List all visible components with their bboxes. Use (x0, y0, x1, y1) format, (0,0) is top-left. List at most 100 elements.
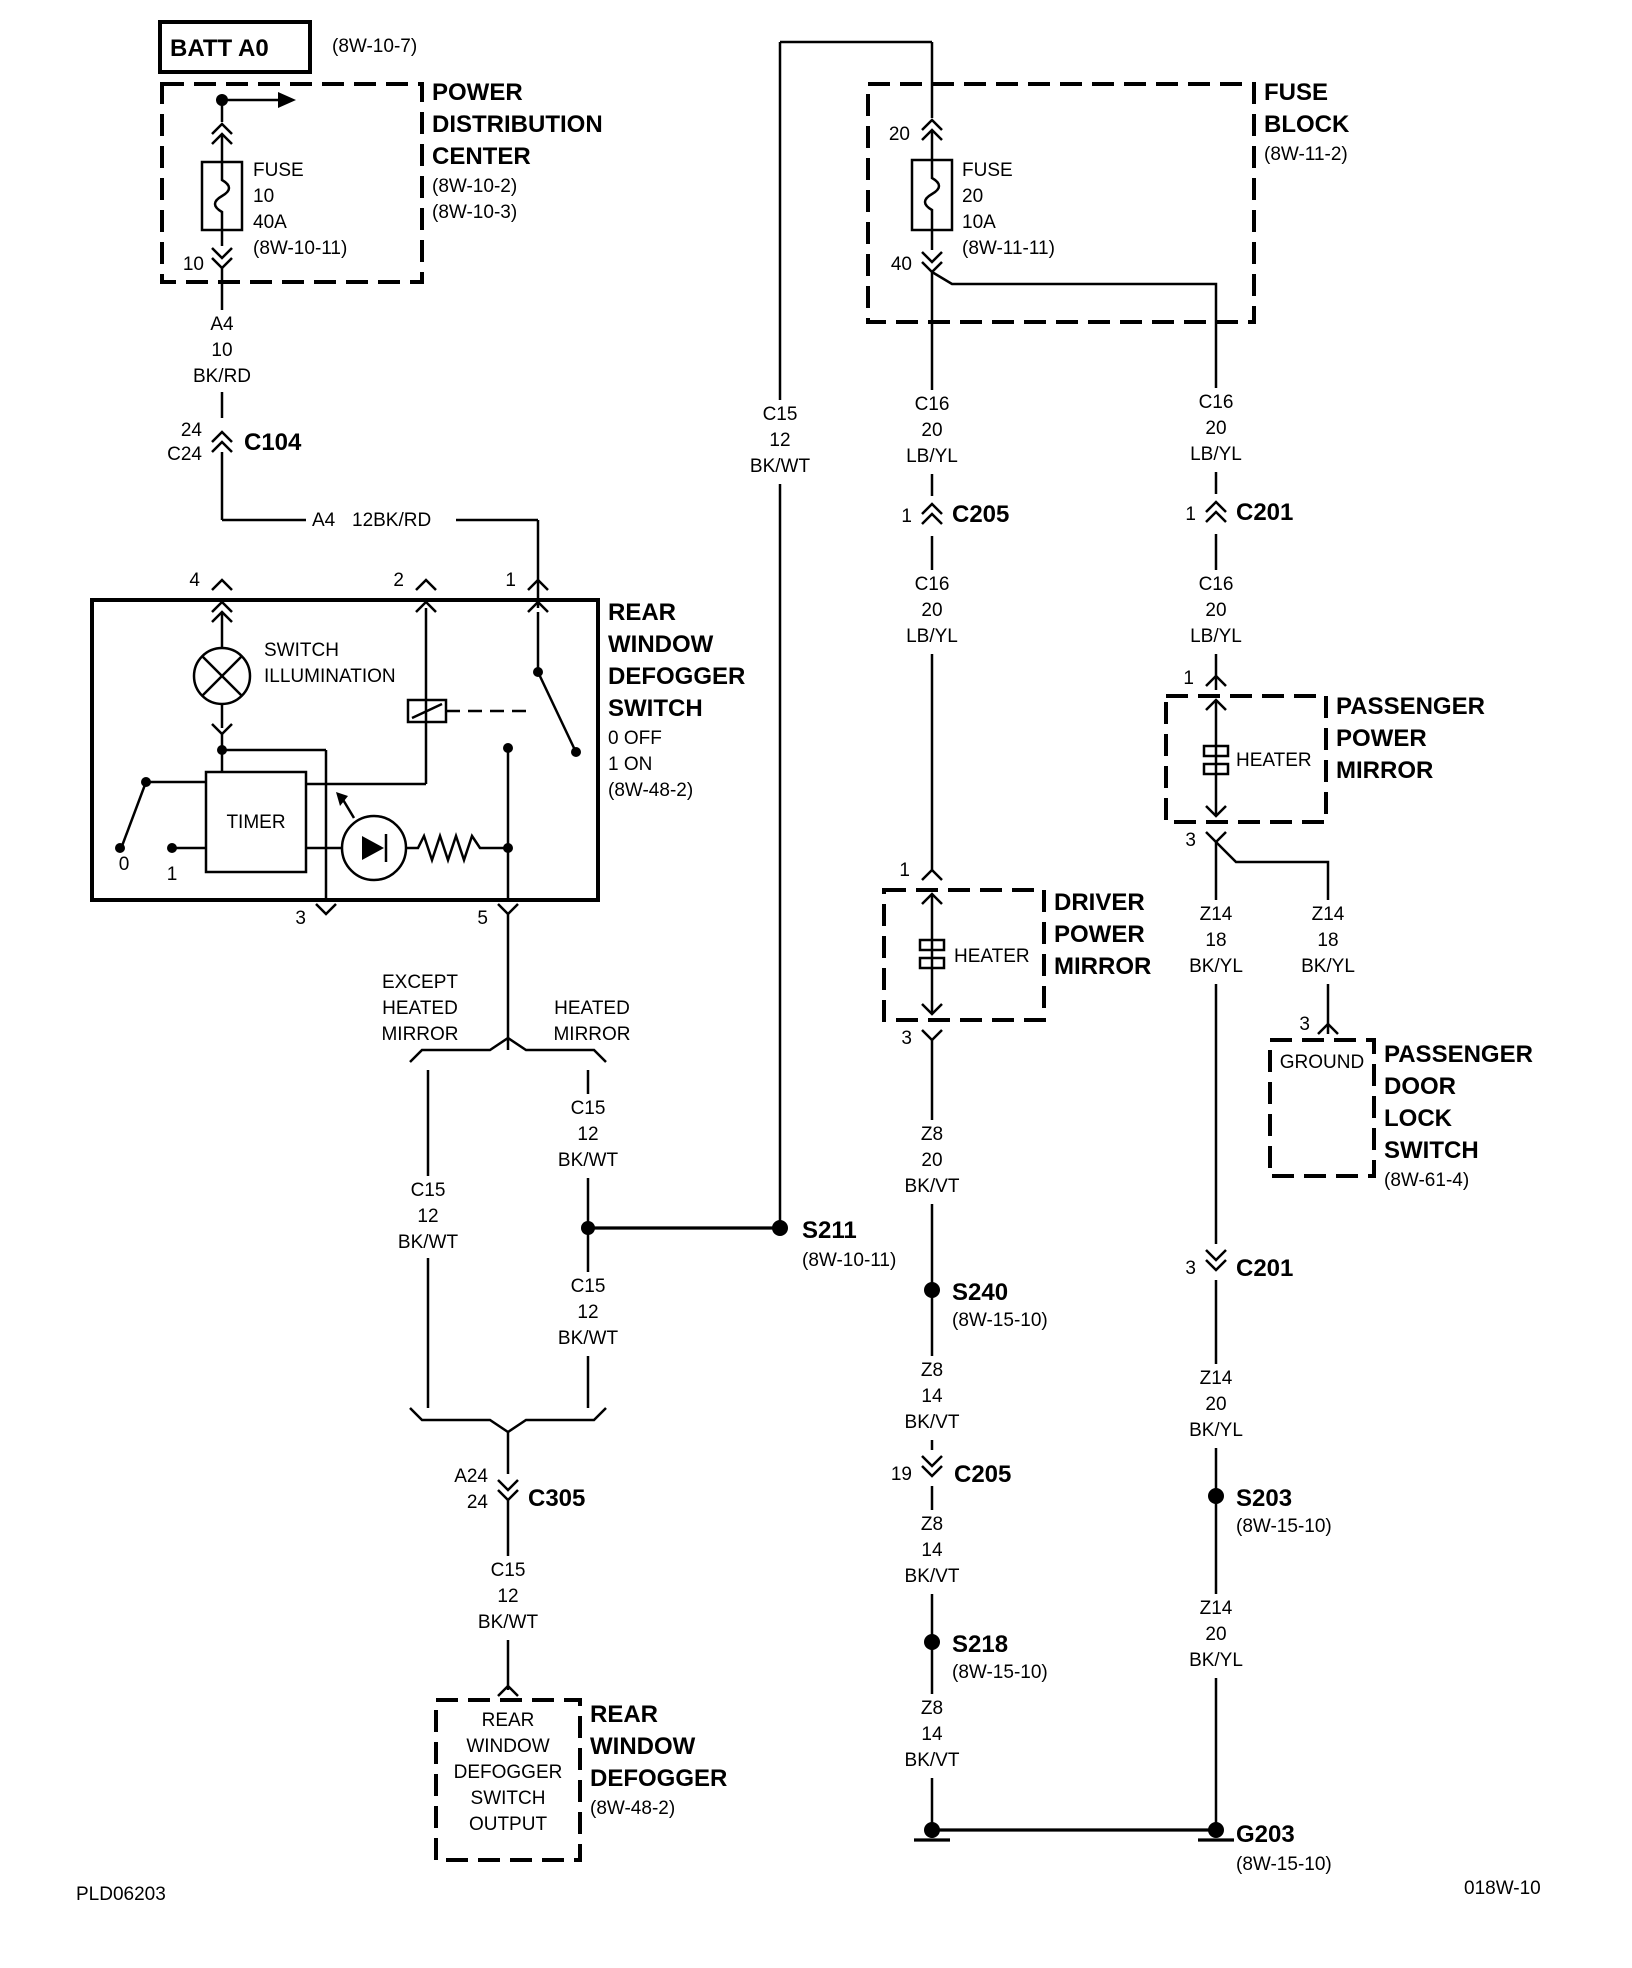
svg-text:0: 0 (119, 854, 130, 875)
svg-text:BK/VT: BK/VT (905, 1412, 960, 1433)
ref-left: PLD06203 (76, 1884, 166, 1905)
svg-text:DEFOGGER: DEFOGGER (454, 1762, 563, 1783)
svg-text:BLOCK: BLOCK (1264, 111, 1350, 138)
svg-text:C24: C24 (167, 444, 202, 465)
pdc-title-2: DISTRIBUTION (432, 111, 603, 138)
switch-title-2: WINDOW (608, 631, 714, 658)
svg-text:BK/YL: BK/YL (1189, 1650, 1243, 1671)
c104-connector: C104 24 C24 (167, 420, 302, 465)
svg-text:HEATER: HEATER (1236, 750, 1312, 771)
svg-text:EXCEPT: EXCEPT (382, 972, 458, 993)
svg-text:C15: C15 (491, 1560, 526, 1581)
svg-text:G203: G203 (1236, 1821, 1295, 1848)
svg-text:Z8: Z8 (921, 1698, 943, 1719)
svg-text:BK/YL: BK/YL (1301, 956, 1355, 977)
svg-text:BK/WT: BK/WT (478, 1612, 539, 1633)
svg-text:Z14: Z14 (1312, 904, 1345, 925)
svg-text:REAR: REAR (590, 1701, 658, 1728)
svg-text:12: 12 (577, 1302, 598, 1323)
svg-text:20: 20 (1205, 600, 1226, 621)
svg-text:20: 20 (921, 420, 942, 441)
svg-text:LB/YL: LB/YL (906, 626, 958, 647)
svg-text:BK/YL: BK/YL (1189, 956, 1243, 977)
svg-text:C15: C15 (763, 404, 798, 425)
svg-text:FUSE: FUSE (1264, 79, 1328, 106)
svg-text:A24: A24 (454, 1466, 488, 1487)
pdc-fuse-ref: (8W-10-11) (253, 238, 347, 259)
fuse-block: FUSE BLOCK (8W-11-2) 20 40 FUSE 20 10A (… (866, 79, 1350, 360)
pdc-fuse-amps: 40A (253, 212, 287, 233)
s211-splice (772, 1220, 788, 1236)
svg-text:0 OFF: 0 OFF (608, 728, 662, 749)
svg-text:4: 4 (189, 570, 200, 591)
s240-splice (924, 1282, 940, 1298)
svg-text:MIRROR: MIRROR (1336, 757, 1433, 784)
svg-text:MIRROR: MIRROR (1054, 953, 1151, 980)
svg-text:HEATED: HEATED (554, 998, 630, 1019)
svg-text:BK/RD: BK/RD (193, 366, 251, 387)
svg-text:20: 20 (1205, 1624, 1226, 1645)
resistor-icon (406, 832, 508, 864)
svg-text:10: 10 (211, 340, 232, 361)
g203-ground: G203 (8W-15-10) (1198, 1821, 1332, 1875)
switch-title-1: REAR (608, 599, 676, 626)
svg-text:C201: C201 (1236, 499, 1293, 526)
svg-text:WINDOW: WINDOW (590, 1733, 696, 1760)
svg-text:(8W-15-10): (8W-15-10) (1236, 1854, 1332, 1875)
c104-name: C104 (244, 429, 302, 456)
svg-text:(8W-15-10): (8W-15-10) (952, 1310, 1048, 1331)
svg-text:(8W-61-4): (8W-61-4) (1384, 1170, 1469, 1191)
svg-text:Z14: Z14 (1200, 1368, 1233, 1389)
fuse-20-icon (910, 158, 954, 232)
svg-text:40: 40 (891, 254, 912, 275)
svg-text:POWER: POWER (1336, 725, 1427, 752)
svg-text:1: 1 (505, 570, 516, 591)
svg-text:C201: C201 (1236, 1255, 1293, 1282)
fuse-10-icon (200, 160, 244, 232)
svg-text:10A: 10A (962, 212, 996, 233)
svg-text:BK/WT: BK/WT (558, 1328, 619, 1349)
svg-text:C16: C16 (1199, 574, 1234, 595)
timer-label: TIMER (226, 812, 285, 833)
s203-splice (1208, 1488, 1224, 1504)
svg-text:3: 3 (901, 1028, 912, 1049)
rear-window-defogger-switch: 4 2 1 SWITCH ILLUMINATION TIMER 3 (90, 570, 745, 929)
svg-text:LB/YL: LB/YL (1190, 626, 1242, 647)
svg-text:LB/YL: LB/YL (906, 446, 958, 467)
svg-text:19: 19 (891, 1464, 912, 1485)
switch-title-4: SWITCH (608, 695, 703, 722)
svg-text:Z8: Z8 (921, 1360, 943, 1381)
svg-text:3: 3 (1185, 1258, 1196, 1279)
c305-connector: C305 A24 24 (454, 1466, 585, 1513)
c201-connector-b: C201 3 (1185, 1244, 1293, 1282)
svg-text:14: 14 (921, 1386, 943, 1407)
svg-text:MIRROR: MIRROR (553, 1024, 630, 1045)
svg-text:1: 1 (1183, 668, 1194, 689)
svg-text:DRIVER: DRIVER (1054, 889, 1145, 916)
heater-element-icon (1202, 744, 1230, 776)
svg-text:SWITCH: SWITCH (471, 1788, 546, 1809)
svg-text:DEFOGGER: DEFOGGER (590, 1765, 727, 1792)
power-distribution-center: POWER DISTRIBUTION CENTER (8W-10-2) (8W-… (160, 79, 603, 284)
svg-text:POWER: POWER (1054, 921, 1145, 948)
pdc-ref-2: (8W-10-3) (432, 202, 517, 223)
svg-text:GROUND: GROUND (1280, 1052, 1364, 1073)
svg-text:2: 2 (393, 570, 404, 591)
svg-text:1: 1 (167, 864, 178, 885)
passenger-door-lock-switch: GROUND PASSENGER DOOR LOCK SWITCH (8W-61… (1268, 1038, 1533, 1191)
svg-text:BK/VT: BK/VT (905, 1176, 960, 1197)
svg-text:FUSE: FUSE (962, 160, 1013, 181)
svg-text:18: 18 (1205, 930, 1226, 951)
svg-text:C16: C16 (1199, 392, 1234, 413)
svg-text:C205: C205 (952, 501, 1009, 528)
svg-text:(8W-15-10): (8W-15-10) (1236, 1516, 1332, 1537)
svg-text:12: 12 (497, 1586, 518, 1607)
svg-text:S240: S240 (952, 1279, 1008, 1306)
svg-text:3: 3 (1185, 830, 1196, 851)
c205-connector-b: C205 19 (891, 1450, 1011, 1488)
svg-text:(8W-11-2): (8W-11-2) (1264, 144, 1348, 165)
svg-text:ILLUMINATION: ILLUMINATION (264, 666, 396, 687)
pdc-fuse-label: FUSE (253, 160, 304, 181)
